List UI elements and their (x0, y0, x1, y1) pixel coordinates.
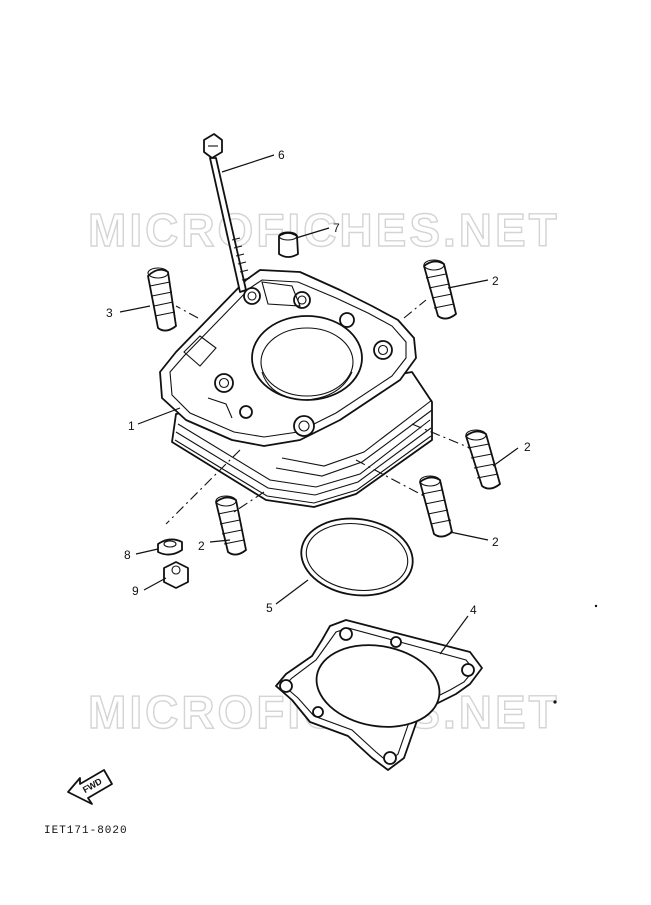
cylinder (159, 269, 433, 508)
dowel-2-middle (465, 429, 501, 490)
dowel-3 (147, 267, 177, 332)
callout-2-lower: 2 (492, 535, 499, 549)
leader-3 (119, 305, 151, 313)
callout-6: 6 (278, 148, 285, 162)
dowel-2-top (423, 259, 457, 320)
washer-8 (157, 538, 183, 556)
callout-9: 9 (132, 584, 139, 598)
callout-4: 4 (470, 603, 477, 617)
leader-9 (143, 577, 167, 591)
leader-5 (275, 579, 309, 605)
o-ring-5 (300, 517, 414, 597)
callout-7: 7 (333, 221, 340, 235)
callout-2-middle: 2 (524, 440, 531, 454)
callout-2-top: 2 (492, 274, 499, 288)
dowel-pin-7 (278, 231, 299, 258)
diagram-code: IET171-8020 (44, 825, 128, 837)
leader-1 (137, 407, 181, 425)
callout-3: 3 (106, 306, 113, 320)
leader-2-left (209, 539, 231, 543)
leader-6 (221, 154, 275, 173)
dowel-2-left (215, 495, 247, 556)
callout-2-left: 2 (198, 539, 205, 553)
leader-2-low (449, 531, 489, 541)
leader-2-top (447, 279, 489, 289)
leader-8 (135, 548, 159, 555)
stud-bolt-6 (203, 133, 251, 293)
callout-8: 8 (124, 548, 131, 562)
cylinder-gasket-4 (275, 619, 483, 771)
nut-9 (163, 561, 189, 589)
leader-2-mid (492, 447, 519, 467)
callout-1: 1 (128, 419, 135, 433)
callout-5: 5 (266, 601, 273, 615)
leader-4 (439, 615, 469, 655)
leader-7 (295, 227, 330, 239)
dowel-2-lower (419, 475, 453, 538)
fwd-arrow-icon: FWD (67, 769, 113, 805)
